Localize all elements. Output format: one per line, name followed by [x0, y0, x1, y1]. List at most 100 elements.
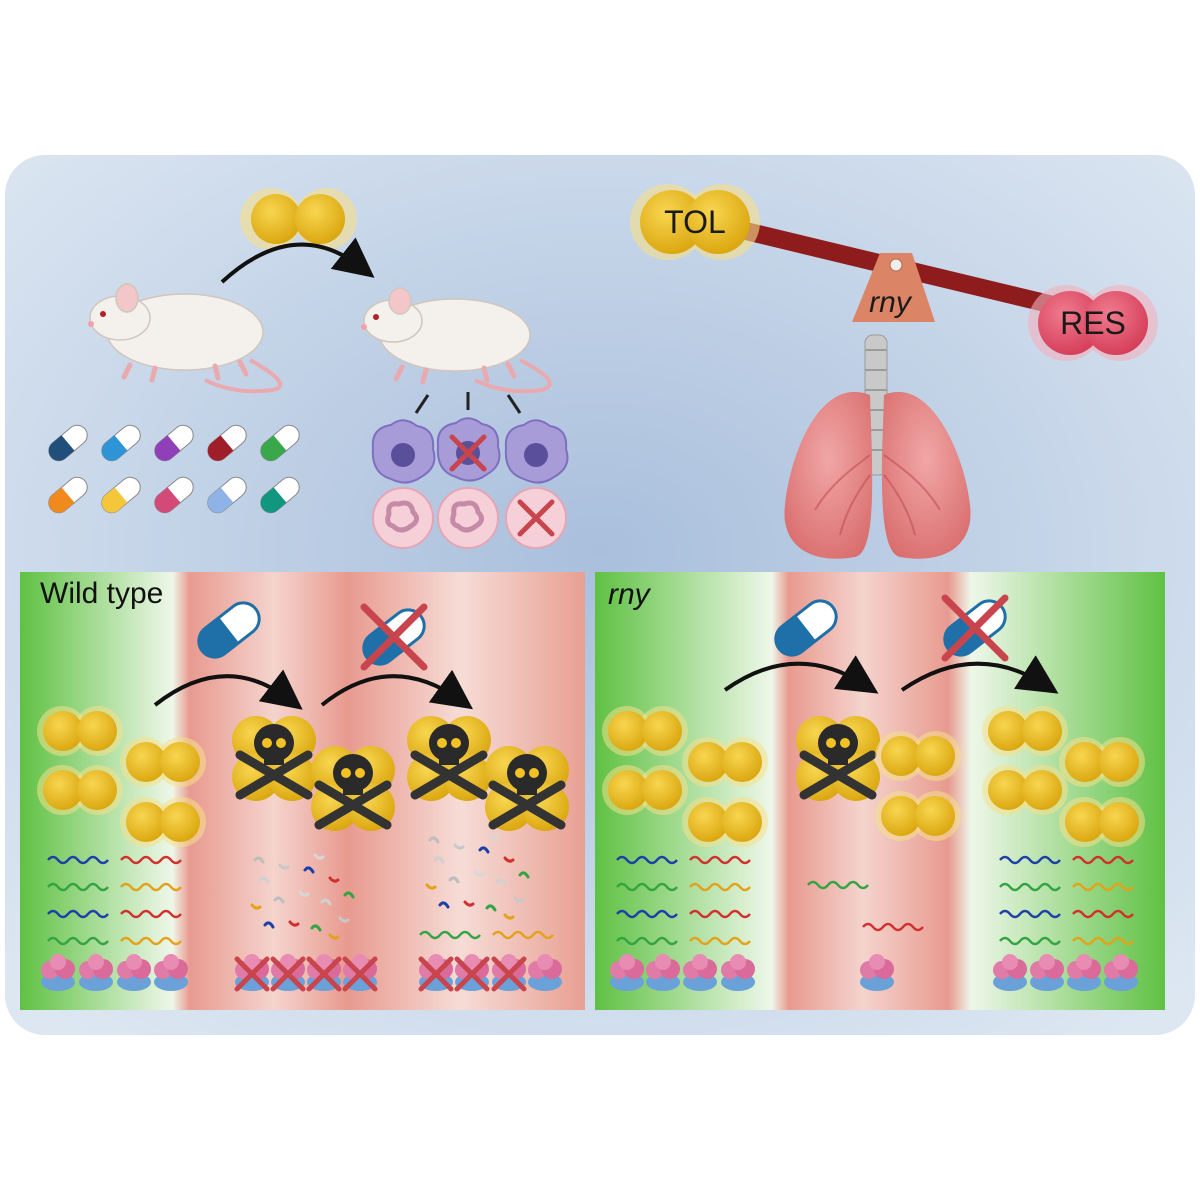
bacteria-icon	[602, 706, 688, 756]
mrna-icon	[616, 882, 678, 892]
ribosome-icon	[1067, 954, 1101, 991]
mrna-icon	[47, 882, 109, 892]
mrna-fragment-icon	[488, 833, 500, 840]
capsule-icon	[207, 424, 247, 462]
ribosome-icon	[721, 954, 755, 991]
bacteria-icon	[682, 737, 768, 787]
mrna-fragment-icon	[485, 904, 497, 912]
cross-icon	[449, 434, 487, 472]
skull-crossbones-icon	[232, 716, 316, 801]
mrna-icon	[492, 930, 554, 940]
mrna-fragment-icon	[338, 916, 350, 923]
mrna-fragment-icon	[253, 856, 265, 864]
res-label: RES	[1060, 305, 1126, 341]
cell-link-lines	[414, 392, 522, 414]
mrna-icon	[120, 882, 182, 892]
mrna-fragment-icon	[258, 876, 270, 884]
ribosome-icon	[270, 954, 306, 992]
mrna-icon	[689, 882, 751, 892]
arrow-icon	[320, 669, 474, 710]
wild-type-label: Wild type	[40, 577, 163, 610]
cross-icon	[517, 499, 555, 537]
mrna-fragment-icon	[278, 863, 290, 870]
mouse-icon	[361, 287, 552, 394]
mrna-fragment-icon	[250, 903, 262, 910]
capsule-grid	[48, 424, 300, 514]
ribosome-icon	[418, 954, 454, 992]
mrna-icon	[1072, 909, 1134, 919]
mrna-icon	[1072, 882, 1134, 892]
ribosome-icon	[454, 954, 490, 992]
mrna-icon	[120, 909, 182, 919]
antibiotic-capsule-icon	[197, 601, 261, 659]
arrow-icon	[723, 655, 879, 694]
mrna-fragment-icon	[503, 856, 515, 863]
ribosome-icon	[610, 954, 644, 991]
ribosome-icon	[646, 954, 680, 991]
mrna-icon	[999, 855, 1061, 865]
mrna-icon	[47, 855, 109, 865]
mrna-fragment-icon	[343, 891, 355, 899]
bacteria-icon	[875, 731, 961, 781]
mrna-fragment-icon	[478, 846, 490, 854]
mrna-fragment-icon	[288, 920, 300, 927]
bacteria-icon	[1059, 797, 1145, 847]
capsule-icon	[101, 424, 141, 462]
macrophage-icon	[504, 419, 569, 484]
mrna-icon	[1072, 855, 1134, 865]
mrna-fragment-icon	[425, 883, 437, 890]
mrna-fragment-icon	[273, 896, 285, 904]
mrna-fragment-icon	[428, 836, 440, 844]
mrna-icon	[120, 936, 182, 946]
skull-crossbones-icon	[796, 716, 880, 801]
ribosome-icon	[1104, 954, 1138, 991]
mrna-fragment-icon	[463, 900, 475, 907]
bacteria-icon	[240, 188, 357, 250]
mouse-icon	[88, 283, 283, 394]
mrna-icon	[616, 855, 678, 865]
mrna-fragment-icon	[310, 924, 322, 932]
bacteria-icon	[982, 706, 1068, 756]
mrna-icon	[689, 936, 751, 946]
mrna-fragment-icon	[453, 843, 465, 850]
bacteria-icon	[1059, 737, 1145, 787]
macrophage-icon	[371, 419, 436, 484]
ribosome-icon	[154, 954, 188, 991]
ribosome-icon	[41, 954, 75, 991]
bacteria-icon	[37, 706, 123, 756]
bacteria-icon	[602, 765, 688, 815]
ribosome-icon	[342, 954, 378, 992]
capsule-icon	[154, 476, 194, 514]
cross-icon	[306, 956, 342, 992]
capsule-icon	[101, 476, 141, 514]
capsule-icon	[48, 424, 88, 462]
mrna-fragment-icon	[503, 913, 515, 920]
mrna-fragment-icon	[433, 856, 445, 864]
rny-fulcrum-label: rny	[869, 286, 913, 319]
bacteria-icon	[875, 791, 961, 841]
immune-cells	[371, 417, 569, 549]
mrna-fragment-icon	[320, 898, 332, 906]
mrna-fragment-icon	[298, 890, 310, 897]
ribosome-icon	[234, 954, 270, 992]
mrna-fragment-icon	[473, 870, 485, 877]
arrow-icon	[220, 237, 375, 284]
macrophage-icon	[436, 417, 501, 482]
mrna-icon	[689, 855, 751, 865]
mrna-fragment-icon	[328, 933, 340, 940]
mrna-icon	[862, 922, 924, 932]
mrna-fragment-icon	[448, 876, 460, 884]
capsule-icon	[260, 476, 300, 514]
neutrophil-icon	[372, 487, 434, 549]
bacteria-icon	[120, 797, 206, 847]
rny-panel	[595, 572, 1165, 1010]
mrna-icon	[616, 936, 678, 946]
cross-icon	[418, 956, 454, 992]
cross-icon	[342, 956, 378, 992]
neutrophil-icon	[437, 487, 499, 549]
mrna-icon	[616, 909, 678, 919]
cross-icon	[360, 603, 428, 671]
tol-label: TOL	[664, 204, 726, 240]
ribosome-icon	[683, 954, 717, 991]
ribosome-icon	[79, 954, 113, 991]
